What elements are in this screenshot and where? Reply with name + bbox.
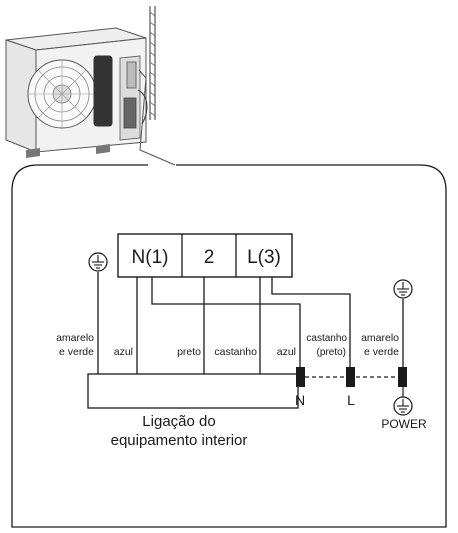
azul-power-label: azul [277, 346, 296, 358]
azul-indoor-label: azul [114, 346, 133, 358]
indoor-unit-caption-line2: equipamento interior [111, 432, 248, 449]
power-terminal-l [346, 367, 355, 387]
earth-ground-icon [393, 396, 413, 416]
indoor-unit-box [87, 373, 299, 409]
earth-left-label-line1: amarelo [56, 332, 94, 344]
castanho-power-label-line1: castanho [306, 333, 347, 344]
earth-ground-icon [393, 279, 413, 299]
power-n-label: N [295, 392, 305, 408]
earth-ground-icon [88, 252, 108, 272]
power-l-label: L [347, 392, 355, 408]
terminal-l3-label: L(3) [247, 247, 281, 268]
power-terminal-earth [398, 367, 407, 387]
terminal-n1-label: N(1) [132, 247, 169, 268]
earth-right-label-line2: e verde [364, 346, 399, 358]
earth-right-label-line1: amarelo [361, 332, 399, 344]
terminal-block: N(1) 2 L(3) [117, 233, 293, 278]
power-terminal-n [296, 367, 305, 387]
castanho-indoor-label: castanho [214, 346, 257, 358]
castanho-power-label-line2: (preto) [317, 347, 346, 358]
callout-frame [11, 164, 447, 528]
indoor-unit-caption-line1: Ligação do [142, 413, 215, 430]
power-label: POWER [381, 417, 427, 431]
earth-left-label-line2: e verde [59, 346, 94, 358]
wires [97, 272, 404, 381]
terminal-2-label: 2 [204, 247, 215, 268]
preto-label: preto [177, 346, 201, 358]
outdoor-ac-unit-illustration [5, 6, 176, 166]
